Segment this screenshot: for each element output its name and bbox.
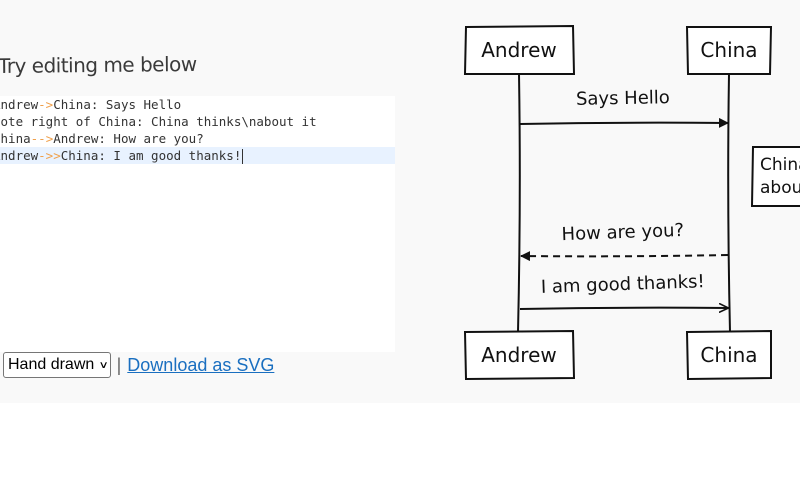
code-text: Note right of China: China thinks\nabout… — [0, 114, 317, 129]
message-says-hello: Says Hello — [519, 87, 729, 128]
participant-label: China — [700, 38, 757, 62]
code-line-1[interactable]: Andrew->China: Says Hello — [0, 96, 395, 113]
code-editor[interactable]: Andrew->China: Says Hello Note right of … — [0, 96, 395, 352]
message-how-are-you: How are you? — [520, 220, 729, 262]
code-arrow: -> — [38, 97, 54, 112]
participant-andrew-top: Andrew — [463, 24, 576, 75]
message-i-am-good: I am good thanks! — [519, 271, 728, 309]
participant-label: Andrew — [481, 38, 557, 62]
code-arrow: --> — [30, 131, 54, 146]
code-arrow: ->> — [38, 148, 61, 163]
message-arrow — [519, 308, 728, 309]
separator: | — [116, 354, 122, 375]
participant-china-top: China — [685, 26, 773, 75]
participant-china-bottom: China — [685, 329, 772, 381]
text-cursor — [242, 149, 244, 164]
participant-label: Andrew — [481, 343, 557, 367]
code-text: Andrew — [0, 97, 39, 112]
code-line-2[interactable]: Note right of China: China thinks\nabout… — [0, 113, 395, 130]
code-text: Andrew — [0, 148, 39, 163]
participant-andrew-bottom: Andrew — [463, 329, 576, 381]
sequence-diagram: Andrew China Andrew China China thinks a… — [463, 24, 800, 381]
download-svg-link[interactable]: Download as SVG — [127, 354, 275, 375]
message-label: Says Hello — [576, 87, 670, 110]
code-text: China — [0, 131, 31, 146]
message-label: I am good thanks! — [541, 271, 705, 298]
note-line-1: China thinks — [760, 155, 800, 175]
theme-select[interactable]: Hand drawn ∨ — [3, 352, 111, 378]
message-arrow — [519, 117, 729, 128]
lifeline-china — [727, 73, 731, 333]
code-line-3[interactable]: China-->Andrew: How are you? — [0, 130, 395, 147]
lifeline-andrew — [517, 73, 521, 333]
controls-bar: Hand drawn ∨ | Download as SVG — [3, 352, 275, 378]
code-line-4[interactable]: Andrew->>China: I am good thanks! — [0, 147, 395, 164]
theme-select-value: Hand drawn — [8, 356, 95, 373]
code-text: China: I am good thanks! — [60, 148, 242, 163]
code-text: Andrew: How are you? — [53, 131, 204, 146]
note-line-2: about it — [760, 178, 800, 198]
participant-label: China — [700, 343, 757, 367]
note-box: China thinks about it — [750, 146, 800, 207]
message-label: How are you? — [561, 220, 684, 245]
code-text: China: Says Hello — [53, 97, 182, 112]
chevron-down-icon: ∨ — [98, 359, 110, 371]
message-arrow — [520, 251, 729, 262]
app-stage: Try editing me below Andrew->China: Says… — [0, 24, 800, 381]
